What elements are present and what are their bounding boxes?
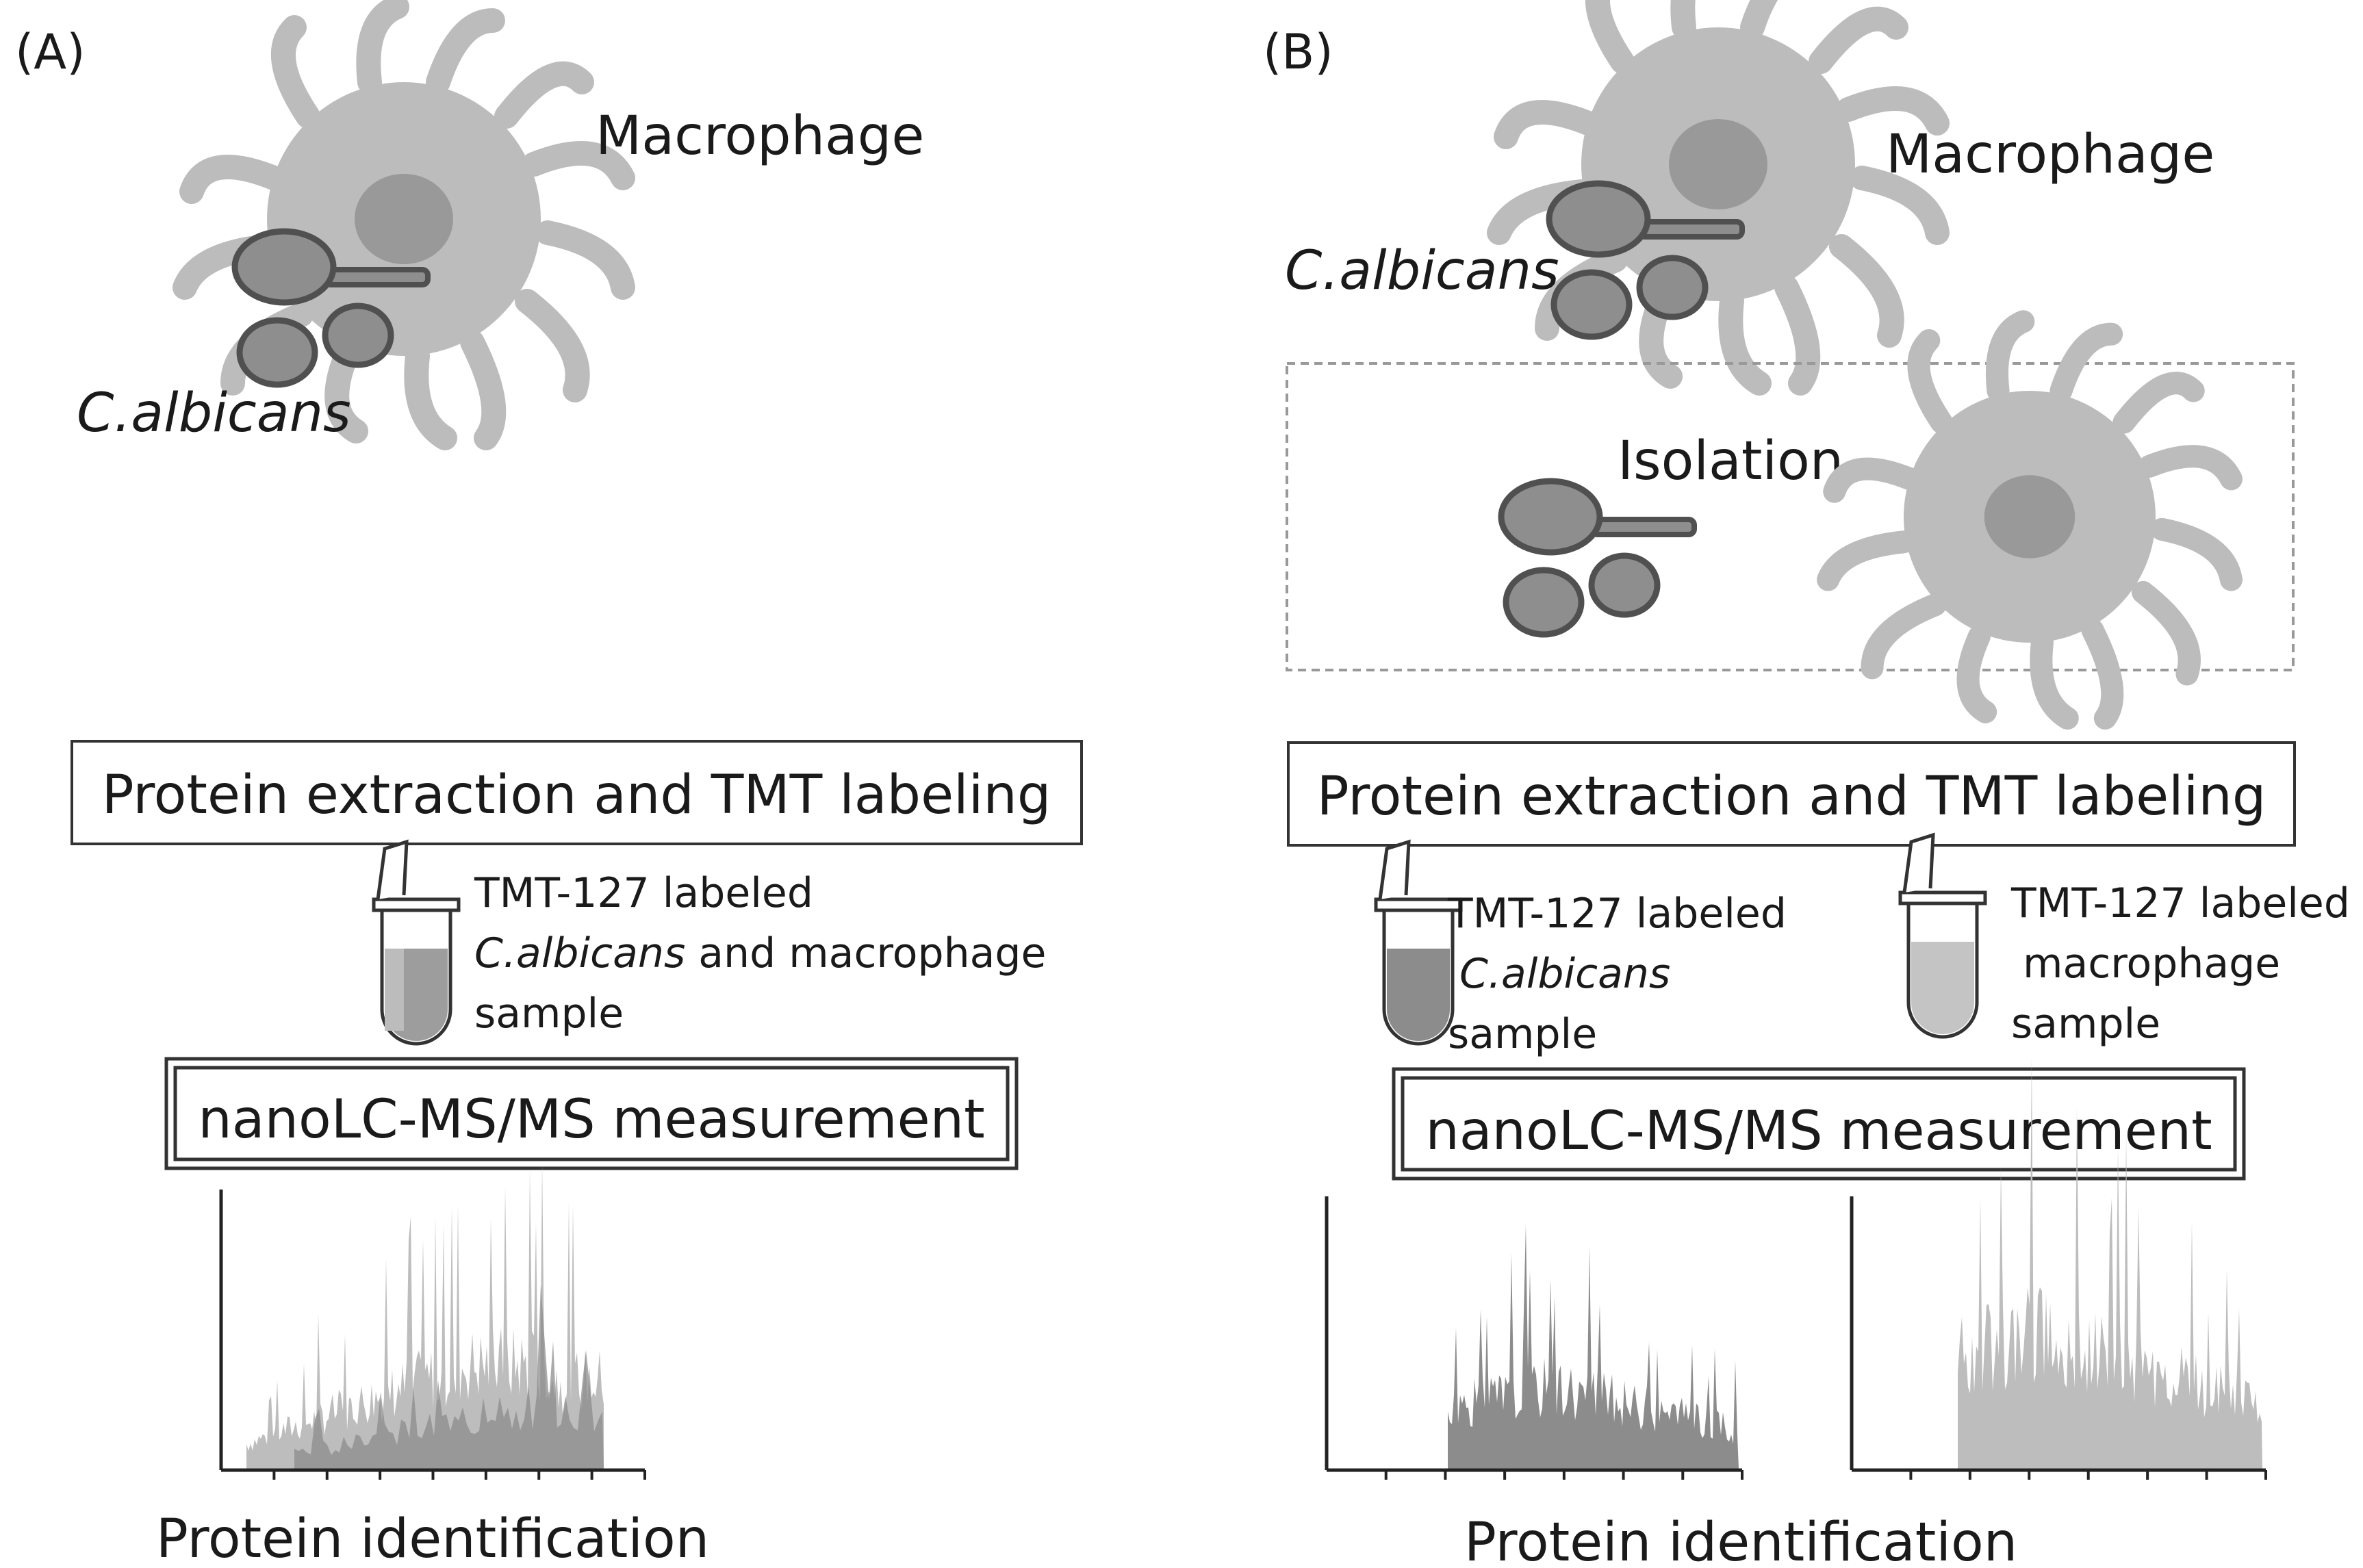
step-protein-extraction (71, 740, 1083, 845)
svg-text:sample: sample (1448, 1010, 1597, 1058)
step-protein-extraction-label: Protein extraction and TMT labeling (1317, 766, 2266, 827)
tube-icon (1900, 835, 1985, 1037)
svg-text:C.albicans and macrophage: C.albicans and macrophage (474, 929, 1046, 977)
step-protein-extraction (1287, 741, 2296, 847)
macrophage-icon (1828, 322, 2232, 719)
result-label: Protein identification (156, 1508, 709, 1568)
spectrum-a-dark (226, 1284, 604, 1469)
panel-b-label: (B) (1263, 24, 1333, 80)
step-nanolc-measurement-label: nanoLC-MS/MS measurement (1425, 1101, 2212, 1162)
tube-icon (1376, 842, 1461, 1044)
macrophage-label: Macrophage (596, 105, 924, 167)
svg-text:TMT-127 labeled: TMT-127 labeled (2010, 879, 2350, 927)
candida-label: C.albicans (77, 383, 351, 444)
spectrum-chart-macrophage (1850, 1056, 2267, 1480)
spectrum-chart-candida (1325, 1196, 1743, 1480)
isolation-box (1286, 362, 2295, 671)
isolation-label: Isolation (1618, 430, 1843, 492)
spectrum-b-macrophage (1856, 1056, 2262, 1469)
svg-text:sample: sample (474, 990, 624, 1038)
macrophage-label: Macrophage (1886, 124, 2214, 185)
step-protein-extraction-label: Protein extraction and TMT labeling (102, 764, 1051, 826)
panel-a-label: (A) (15, 24, 86, 80)
svg-text:TMT-127 labeled: TMT-127 labeled (1447, 890, 1787, 938)
tube-label: TMT-127 labeled C.albicans and macrophag… (474, 869, 1046, 1038)
svg-text:TMT-127 labeled: TMT-127 labeled (474, 869, 813, 917)
candida-label: C.albicans (1285, 240, 1559, 302)
result-label: Protein identification (1464, 1512, 2017, 1568)
spectrum-b-candida (1331, 1224, 1739, 1469)
svg-text:C.albicans: C.albicans (1459, 950, 1670, 998)
step-nanolc-measurement (164, 1057, 1019, 1170)
tube-label-macrophage: TMT-127 labeled macrophage sample (2010, 879, 2350, 1048)
step-nanolc-measurement-label: nanoLC-MS/MS measurement (198, 1089, 984, 1151)
svg-text:sample: sample (2011, 1000, 2160, 1048)
svg-text:macrophage: macrophage (2023, 940, 2280, 988)
tube-icon (374, 842, 459, 1044)
macrophage-icon (185, 7, 623, 438)
panel-b: (B) Macrophage C.albicans Isolation Prot… (1263, 0, 2350, 1568)
step-nanolc-measurement (1392, 1067, 2246, 1181)
candida-cell-icon (1501, 481, 1694, 634)
spectrum-a (226, 1162, 604, 1469)
panel-a: (A) Macrophage C.albicans Protein extrac… (15, 7, 1083, 1568)
tube-label-candida: TMT-127 labeled C.albicans sample (1447, 890, 1787, 1058)
macrophage-icon (1499, 0, 1937, 383)
spectrum-chart (219, 1162, 646, 1480)
